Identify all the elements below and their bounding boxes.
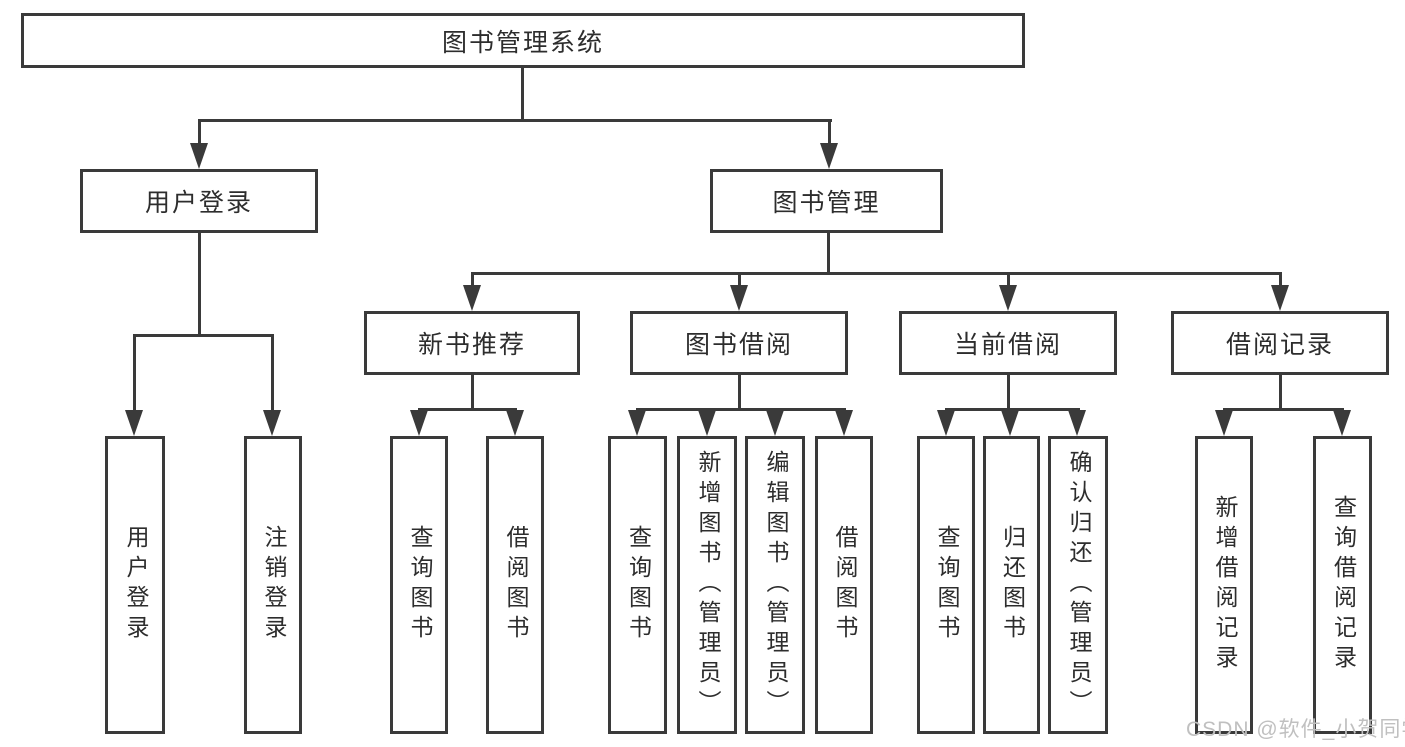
arrowhead-query-books-1 [410, 410, 428, 436]
arrowhead-query-books-3 [937, 410, 955, 436]
connector-mgmt-drop-3 [1007, 272, 1010, 288]
leaf-label: 用户登录 [122, 525, 149, 645]
leaf-label: 新增借阅记录 [1211, 495, 1238, 675]
leaf-label: 编辑图书（管理员） [762, 450, 789, 720]
connector-root-drop-left [198, 119, 201, 146]
node-user-login: 用户登录 [80, 169, 318, 233]
connector-root-stem [521, 68, 524, 121]
leaf-label: 归还图书 [999, 525, 1026, 645]
leaf-logout: 注销登录 [244, 436, 302, 734]
leaf-label: 确认归还（管理员） [1065, 450, 1092, 720]
connector-current-stem [1007, 375, 1010, 410]
connector-mgmt-drop-1 [471, 272, 474, 288]
arrowhead-new-book-recommendation [463, 285, 481, 311]
arrowhead-current-borrowing [999, 285, 1017, 311]
node-label: 图书管理 [772, 189, 881, 217]
leaf-label: 查询图书 [933, 525, 960, 645]
node-new-book-recommendation: 新书推荐 [364, 311, 580, 375]
leaf-borrow-books-2: 借阅图书 [815, 436, 873, 734]
connector-root-drop-right [828, 119, 831, 146]
node-book-management: 图书管理 [710, 169, 943, 233]
leaf-edit-books-admin: 编辑图书（管理员） [745, 436, 805, 734]
leaf-label: 查询图书 [406, 525, 433, 645]
leaf-label: 借阅图书 [831, 525, 858, 645]
arrowhead-book-borrowing [730, 285, 748, 311]
arrowhead-confirm-return [1068, 410, 1086, 436]
node-label: 新书推荐 [417, 331, 526, 359]
node-current-borrowing: 当前借阅 [899, 311, 1117, 375]
leaf-query-books-1: 查询图书 [390, 436, 448, 734]
leaf-label: 查询借阅记录 [1330, 495, 1357, 675]
node-label: 图书管理系统 [441, 28, 604, 57]
leaf-label: 借阅图书 [502, 525, 529, 645]
leaf-label: 查询图书 [625, 525, 652, 645]
arrowhead-leaf-logout [263, 410, 281, 436]
arrowhead-add-books [698, 410, 716, 436]
node-book-borrowing: 图书借阅 [630, 311, 848, 375]
connector-records-stem [1279, 375, 1282, 410]
node-borrowing-records: 借阅记录 [1171, 311, 1389, 375]
connector-borrowing-stem [738, 375, 741, 410]
connector-login-drop-left [133, 334, 136, 414]
leaf-query-borrow-record: 查询借阅记录 [1313, 436, 1372, 734]
leaf-query-books-2: 查询图书 [608, 436, 667, 734]
leaf-query-books-3: 查询图书 [917, 436, 975, 734]
leaf-confirm-return-admin: 确认归还（管理员） [1048, 436, 1108, 734]
node-library-management-system: 图书管理系统 [21, 13, 1025, 68]
arrowhead-borrow-books-1 [506, 410, 524, 436]
leaf-add-borrow-record: 新增借阅记录 [1195, 436, 1253, 734]
arrowhead-leaf-user-login [125, 410, 143, 436]
arrowhead-edit-books [766, 410, 784, 436]
node-label: 当前借阅 [953, 331, 1062, 359]
connector-current-bar [945, 408, 1080, 411]
node-label: 借阅记录 [1225, 331, 1334, 359]
connector-newbook-bar [418, 408, 517, 411]
connector-login-drop-right [271, 334, 274, 414]
arrowhead-query-books-2 [628, 410, 646, 436]
connector-root-bar [198, 119, 832, 122]
connector-records-bar [1223, 408, 1344, 411]
leaf-return-books: 归还图书 [983, 436, 1040, 734]
arrowhead-return-books [1001, 410, 1019, 436]
csdn-watermark: CSDN @软件_小贺同学 [1186, 718, 1405, 741]
node-label: 用户登录 [144, 189, 253, 217]
arrowhead-borrow-books-2 [835, 410, 853, 436]
leaf-borrow-books-1: 借阅图书 [486, 436, 544, 734]
connector-mgmt-bar [471, 272, 1281, 275]
arrowhead-query-borrow-record [1333, 410, 1351, 436]
leaf-add-books-admin: 新增图书（管理员） [677, 436, 737, 734]
arrowhead-book-management [820, 143, 838, 169]
node-label: 图书借阅 [684, 331, 793, 359]
leaf-label: 新增图书（管理员） [694, 450, 721, 720]
leaf-user-login: 用户登录 [105, 436, 165, 734]
connector-newbook-stem [471, 375, 474, 410]
arrowhead-user-login [190, 143, 208, 169]
leaf-label: 注销登录 [260, 525, 287, 645]
arrowhead-borrowing-records [1271, 285, 1289, 311]
connector-borrowing-bar [636, 408, 846, 411]
connector-mgmt-drop-4 [1279, 272, 1282, 288]
connector-mgmt-drop-2 [738, 272, 741, 288]
connector-mgmt-stem [827, 233, 830, 274]
connector-login-bar [133, 334, 274, 337]
connector-login-stem [198, 233, 201, 337]
arrowhead-add-borrow-record [1215, 410, 1233, 436]
